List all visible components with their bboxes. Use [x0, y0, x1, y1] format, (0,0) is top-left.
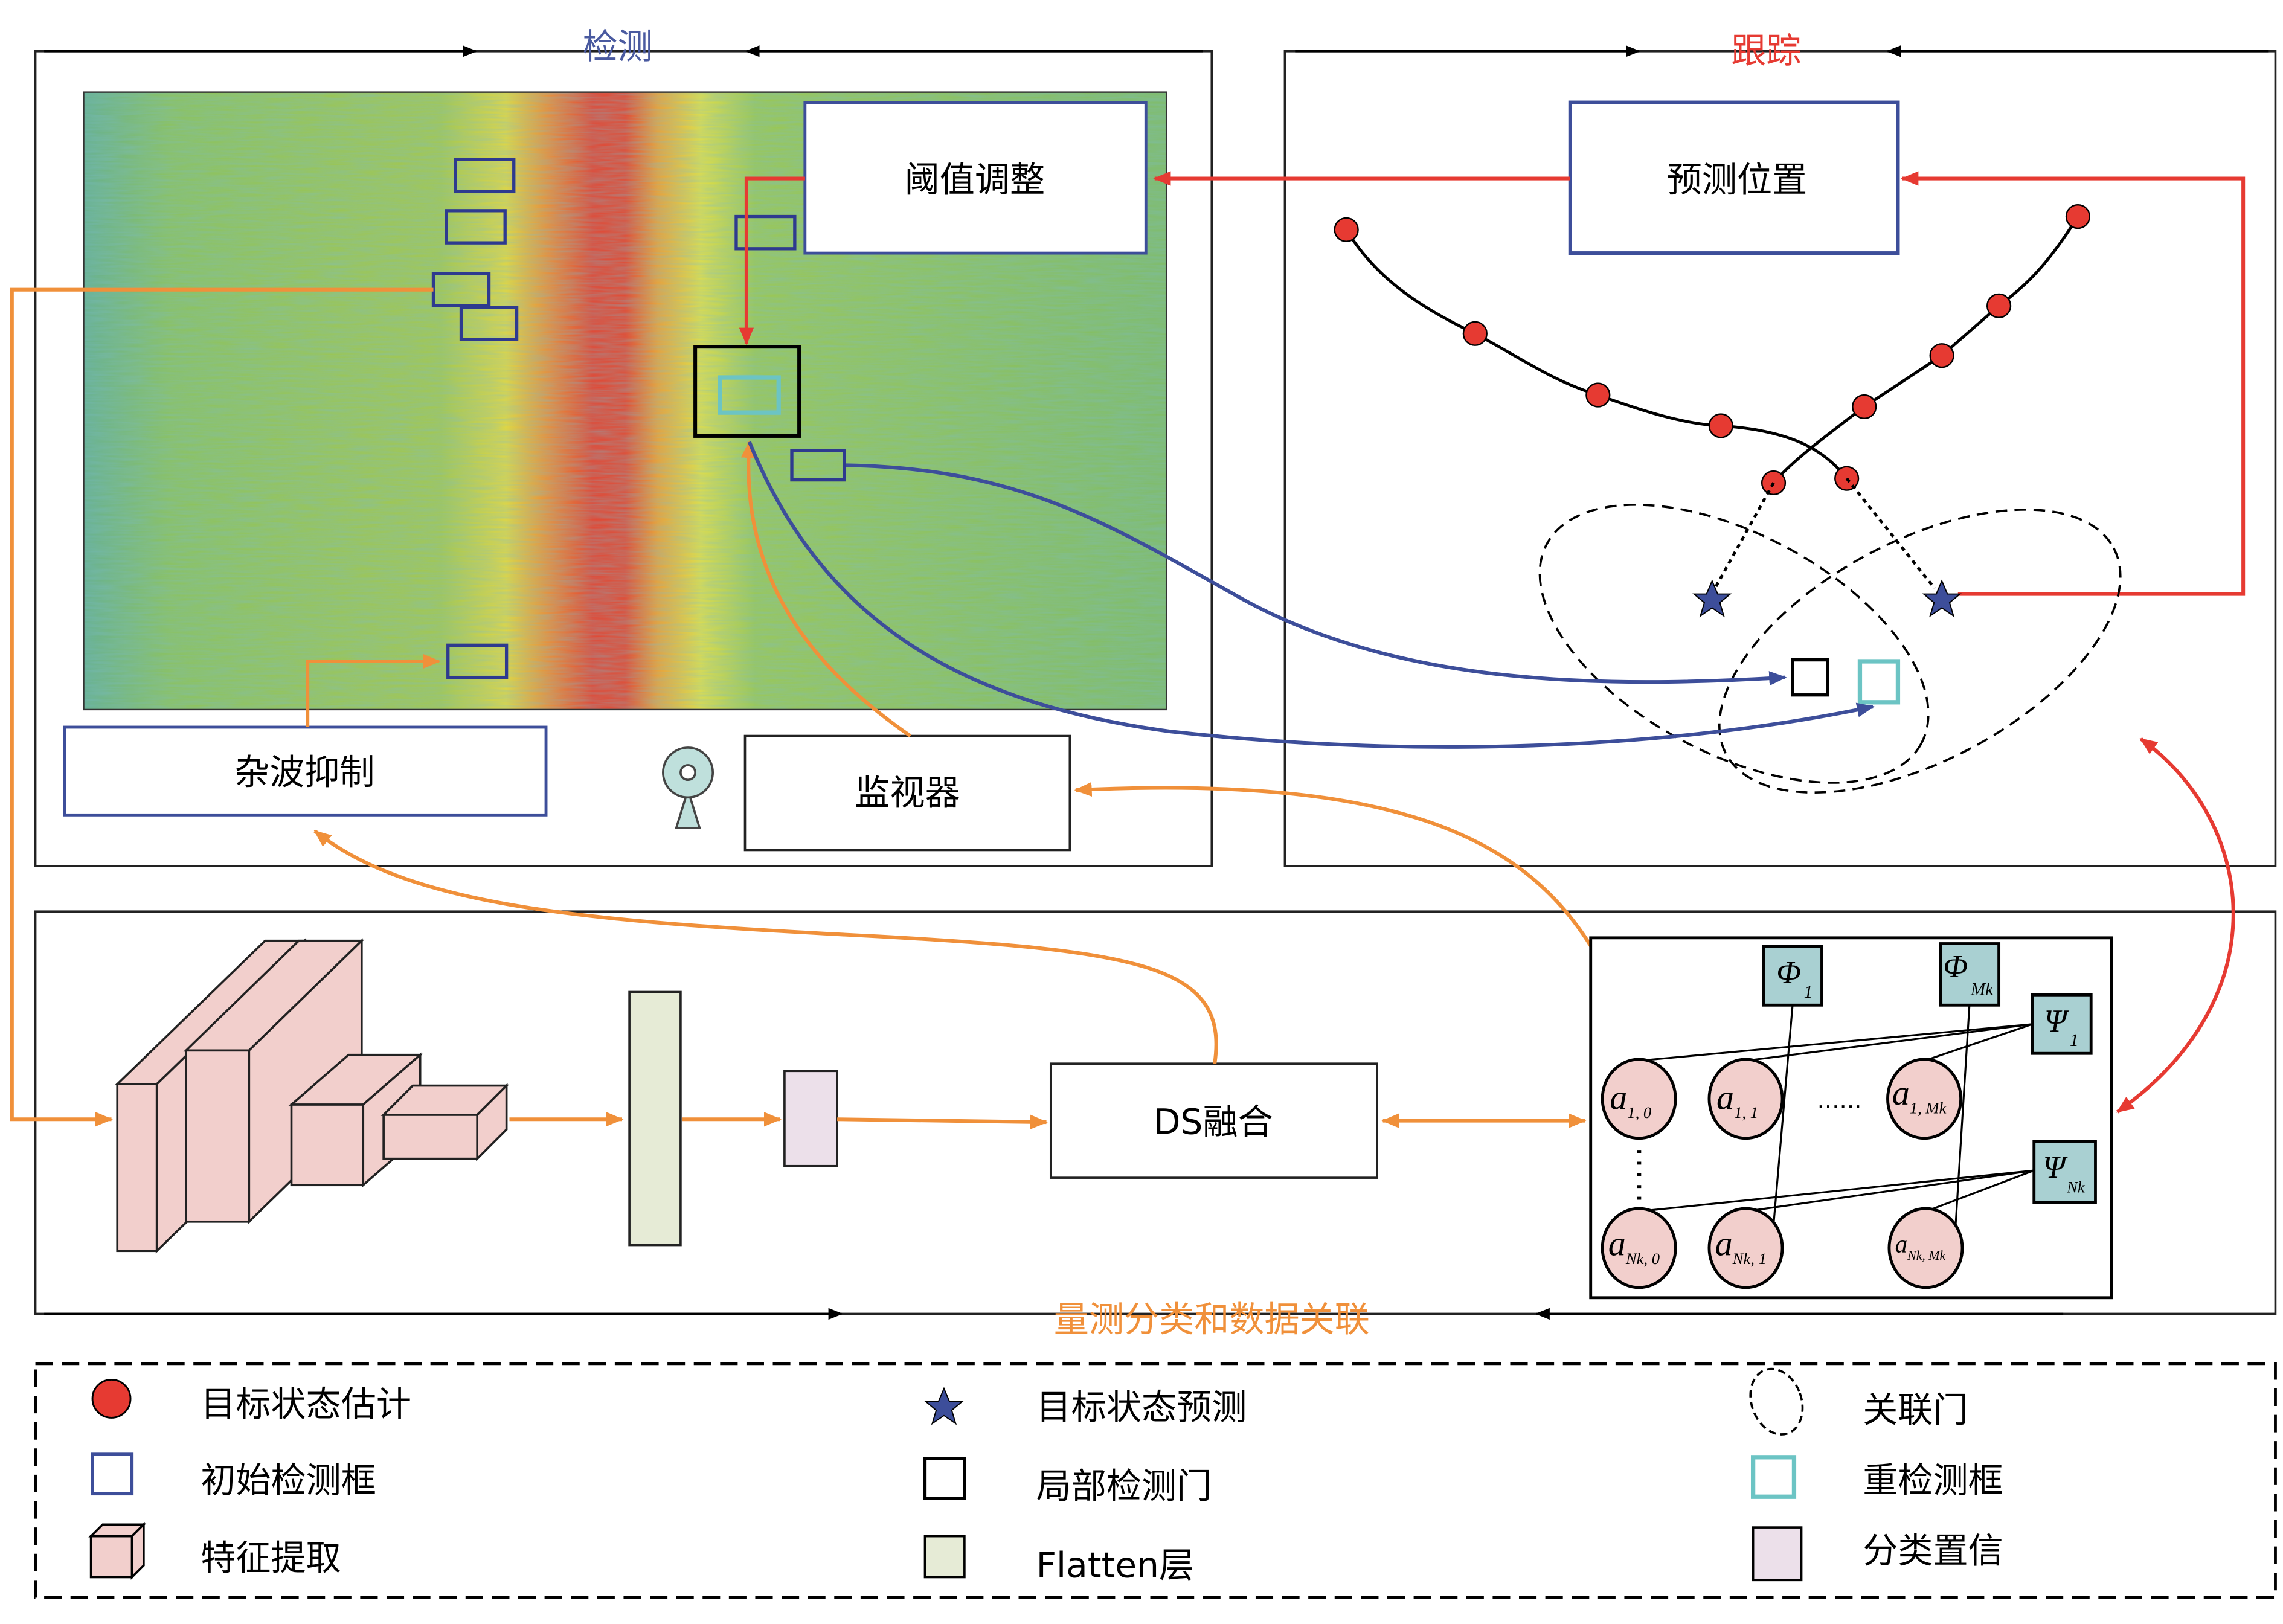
phi-mk-node: ΦMk — [1944, 949, 1994, 999]
dashed-ellipse-icon — [1749, 1367, 1804, 1436]
cyan-square-icon — [1750, 1455, 1797, 1499]
clutter-suppression-label: 杂波抑制 — [234, 751, 375, 792]
legend-label-local-gate: 局部检测门 — [1036, 1466, 1212, 1507]
tracking-title: 跟踪 — [1731, 30, 1801, 71]
red-double-link — [2116, 737, 2235, 1114]
monitor-box — [743, 734, 1071, 852]
phi-1-node: Φ1 — [1776, 955, 1813, 1002]
radar-icon — [662, 746, 714, 829]
pink-cuboid-icon — [88, 1521, 147, 1580]
redetection-box — [718, 375, 781, 415]
node-a-1-0: a1, 0 — [1610, 1077, 1651, 1122]
node-a-1-1: a1, 1 — [1716, 1077, 1758, 1122]
local-detection-gate — [693, 345, 801, 438]
legend-label-feature-extraction: 特征提取 — [201, 1537, 341, 1578]
classification-title: 量测分类和数据关联 — [1054, 1298, 1370, 1340]
blue-star-icon — [924, 1387, 964, 1425]
clutter-suppression-box — [63, 725, 548, 817]
node-a-1-mk: a1, Mk — [1892, 1073, 1947, 1117]
detection-title: 检测 — [583, 26, 653, 67]
legend-label-redetection: 重检测框 — [1863, 1460, 2003, 1501]
feature-extraction-cnn — [114, 938, 510, 1254]
tracking-panel: 跟踪 预测位置 — [1153, 30, 2277, 867]
predict-position-label: 预测位置 — [1667, 159, 1808, 200]
track-1 — [1345, 229, 1848, 480]
legend-label-confidence: 分类置信 — [1863, 1530, 2003, 1571]
classification-panel: 量测分类和数据关联 DS融合 — [10, 287, 2277, 1340]
blue-link-2 — [747, 441, 1875, 749]
flatten-layer — [628, 990, 682, 1247]
node-a-nk-0: aNk, 0 — [1608, 1224, 1660, 1268]
lavender-rect-icon — [1752, 1526, 1803, 1582]
legend-label-state-estimate: 目标状态估计 — [201, 1384, 411, 1425]
legend-label-initial-detection: 初始检测框 — [201, 1460, 376, 1501]
green-rect-icon — [923, 1535, 966, 1579]
blue-square-icon — [91, 1452, 134, 1496]
legend-label-state-prediction: 目标状态预测 — [1036, 1387, 1247, 1428]
detection-panel: 检测 阈值调整 杂波抑制 监视器 — [34, 26, 1213, 867]
node-a-nk-mk: aNk, Mk — [1895, 1230, 1946, 1263]
red-circle-icon — [91, 1378, 132, 1419]
redetection-marker — [1857, 659, 1901, 705]
association-gate-2 — [1718, 509, 2122, 794]
ds-fusion-label: DS融合 — [1154, 1101, 1273, 1142]
local-gate-marker — [1791, 658, 1829, 697]
monitor-label: 监视器 — [855, 772, 960, 813]
node-a-nk-1: aNk, 1 — [1715, 1224, 1767, 1268]
horizontal-ellipsis: ······ — [1817, 1094, 1862, 1121]
legend-label-flatten: Flatten层 — [1036, 1544, 1195, 1585]
factor-graph: Φ1 ΦMk Ψ1 ΨNk a1, 0 a1, 1 a1, Mk aNk, 0 … — [1589, 936, 2113, 1300]
legend: 目标状态估计 目标状态预测 关联门 初始检测框 局部检测门 重检测框 特征提取 … — [34, 1362, 2277, 1599]
psi-nk-node: ΨNk — [2043, 1149, 2086, 1196]
threshold-adjust-label: 阈值调整 — [905, 159, 1045, 200]
state-predictions — [1692, 579, 1962, 618]
association-gate-1 — [1538, 504, 1930, 784]
track-2 — [1772, 216, 2079, 484]
psi-1-node: Ψ1 — [2044, 1003, 2079, 1050]
blue-link-1 — [846, 463, 1787, 686]
legend-label-association-gate: 关联门 — [1863, 1390, 1968, 1431]
threshold-adjust-box — [803, 101, 1148, 255]
black-square-icon — [923, 1457, 966, 1500]
ds-fusion-box — [1049, 1062, 1378, 1179]
classification-confidence — [783, 1070, 838, 1167]
